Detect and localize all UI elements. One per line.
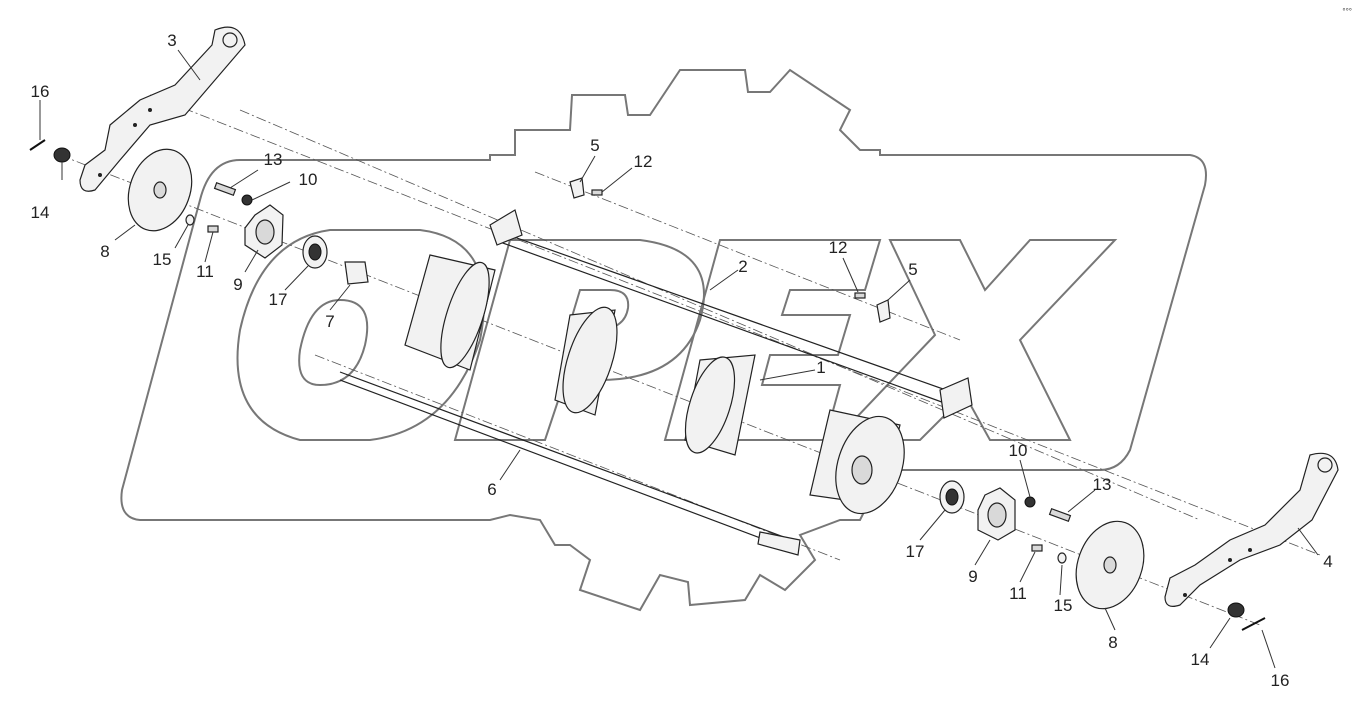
left-washer-part-15: [185, 214, 195, 226]
lower-shaft-part-6: [339, 371, 801, 556]
left-nut-part-10: [241, 194, 253, 206]
right-pin-part-16: [1241, 617, 1266, 631]
upper-clamp-part-5: [569, 177, 585, 199]
callout-labels: 3 16 14 8 15 11 13 10 9 17 7 5 12 2 12 5…: [31, 31, 1333, 690]
callout-7: 7: [325, 312, 334, 331]
callout-17-right: 17: [906, 542, 925, 561]
callout-15-right: 15: [1054, 596, 1073, 615]
callout-4: 4: [1323, 552, 1332, 571]
callout-5-right: 5: [908, 260, 917, 279]
callout-16-right: 16: [1271, 671, 1290, 690]
callout-13-left: 13: [264, 150, 283, 169]
callout-12-upper: 12: [634, 152, 653, 171]
callout-8-left: 8: [100, 242, 109, 261]
callout-8-right: 8: [1108, 633, 1117, 652]
callout-13-right: 13: [1093, 475, 1112, 494]
callout-9-left: 9: [233, 275, 242, 294]
right-arm-part-4: [1164, 452, 1339, 607]
callout-3: 3: [167, 31, 176, 50]
callout-6: 6: [487, 480, 496, 499]
callout-5-upper: 5: [590, 136, 599, 155]
upper-shaft-part-2: [489, 209, 973, 419]
left-bolt-part-11: [207, 225, 219, 233]
callout-16-left: 16: [31, 82, 50, 101]
callout-15-left: 15: [153, 250, 172, 269]
leader-lines: [39, 49, 1319, 669]
callout-11-right: 11: [1009, 584, 1027, 603]
right-bolt-part-12: [854, 292, 866, 299]
upper-bolt-part-12: [591, 189, 603, 196]
watermark-gear: [120, 68, 1207, 612]
left-pin-part-16: [29, 139, 46, 151]
callout-14-right: 14: [1191, 650, 1210, 669]
right-bolt-part-11: [1031, 544, 1043, 552]
left-nut-part-14: [53, 147, 71, 163]
right-nut-part-14: [1227, 602, 1245, 618]
callout-17-left: 17: [269, 290, 288, 309]
callout-12-right: 12: [829, 238, 848, 257]
left-arm-part-3: [79, 26, 246, 192]
drum-part-1: [404, 254, 905, 515]
right-bolt-part-13: [1048, 507, 1072, 523]
left-bolt-part-13: [213, 181, 237, 197]
callout-2: 2: [738, 257, 747, 276]
watermark-letters: [236, 229, 1118, 441]
corner-mark: °°°: [1342, 7, 1352, 16]
watermark-letter-x: [832, 239, 1118, 441]
callout-1: 1: [816, 358, 825, 377]
right-clamp-part-5: [876, 299, 891, 323]
callout-10-left: 10: [299, 170, 318, 189]
right-washer-part-15: [1057, 552, 1067, 564]
callout-9-right: 9: [968, 567, 977, 586]
bushing-part-7: [344, 261, 369, 285]
callout-14-left: 14: [31, 203, 50, 222]
right-nut-part-10: [1024, 496, 1036, 508]
callout-11-left: 11: [196, 262, 214, 281]
left-arm-hole: [222, 32, 238, 48]
callout-10-right: 10: [1009, 441, 1028, 460]
